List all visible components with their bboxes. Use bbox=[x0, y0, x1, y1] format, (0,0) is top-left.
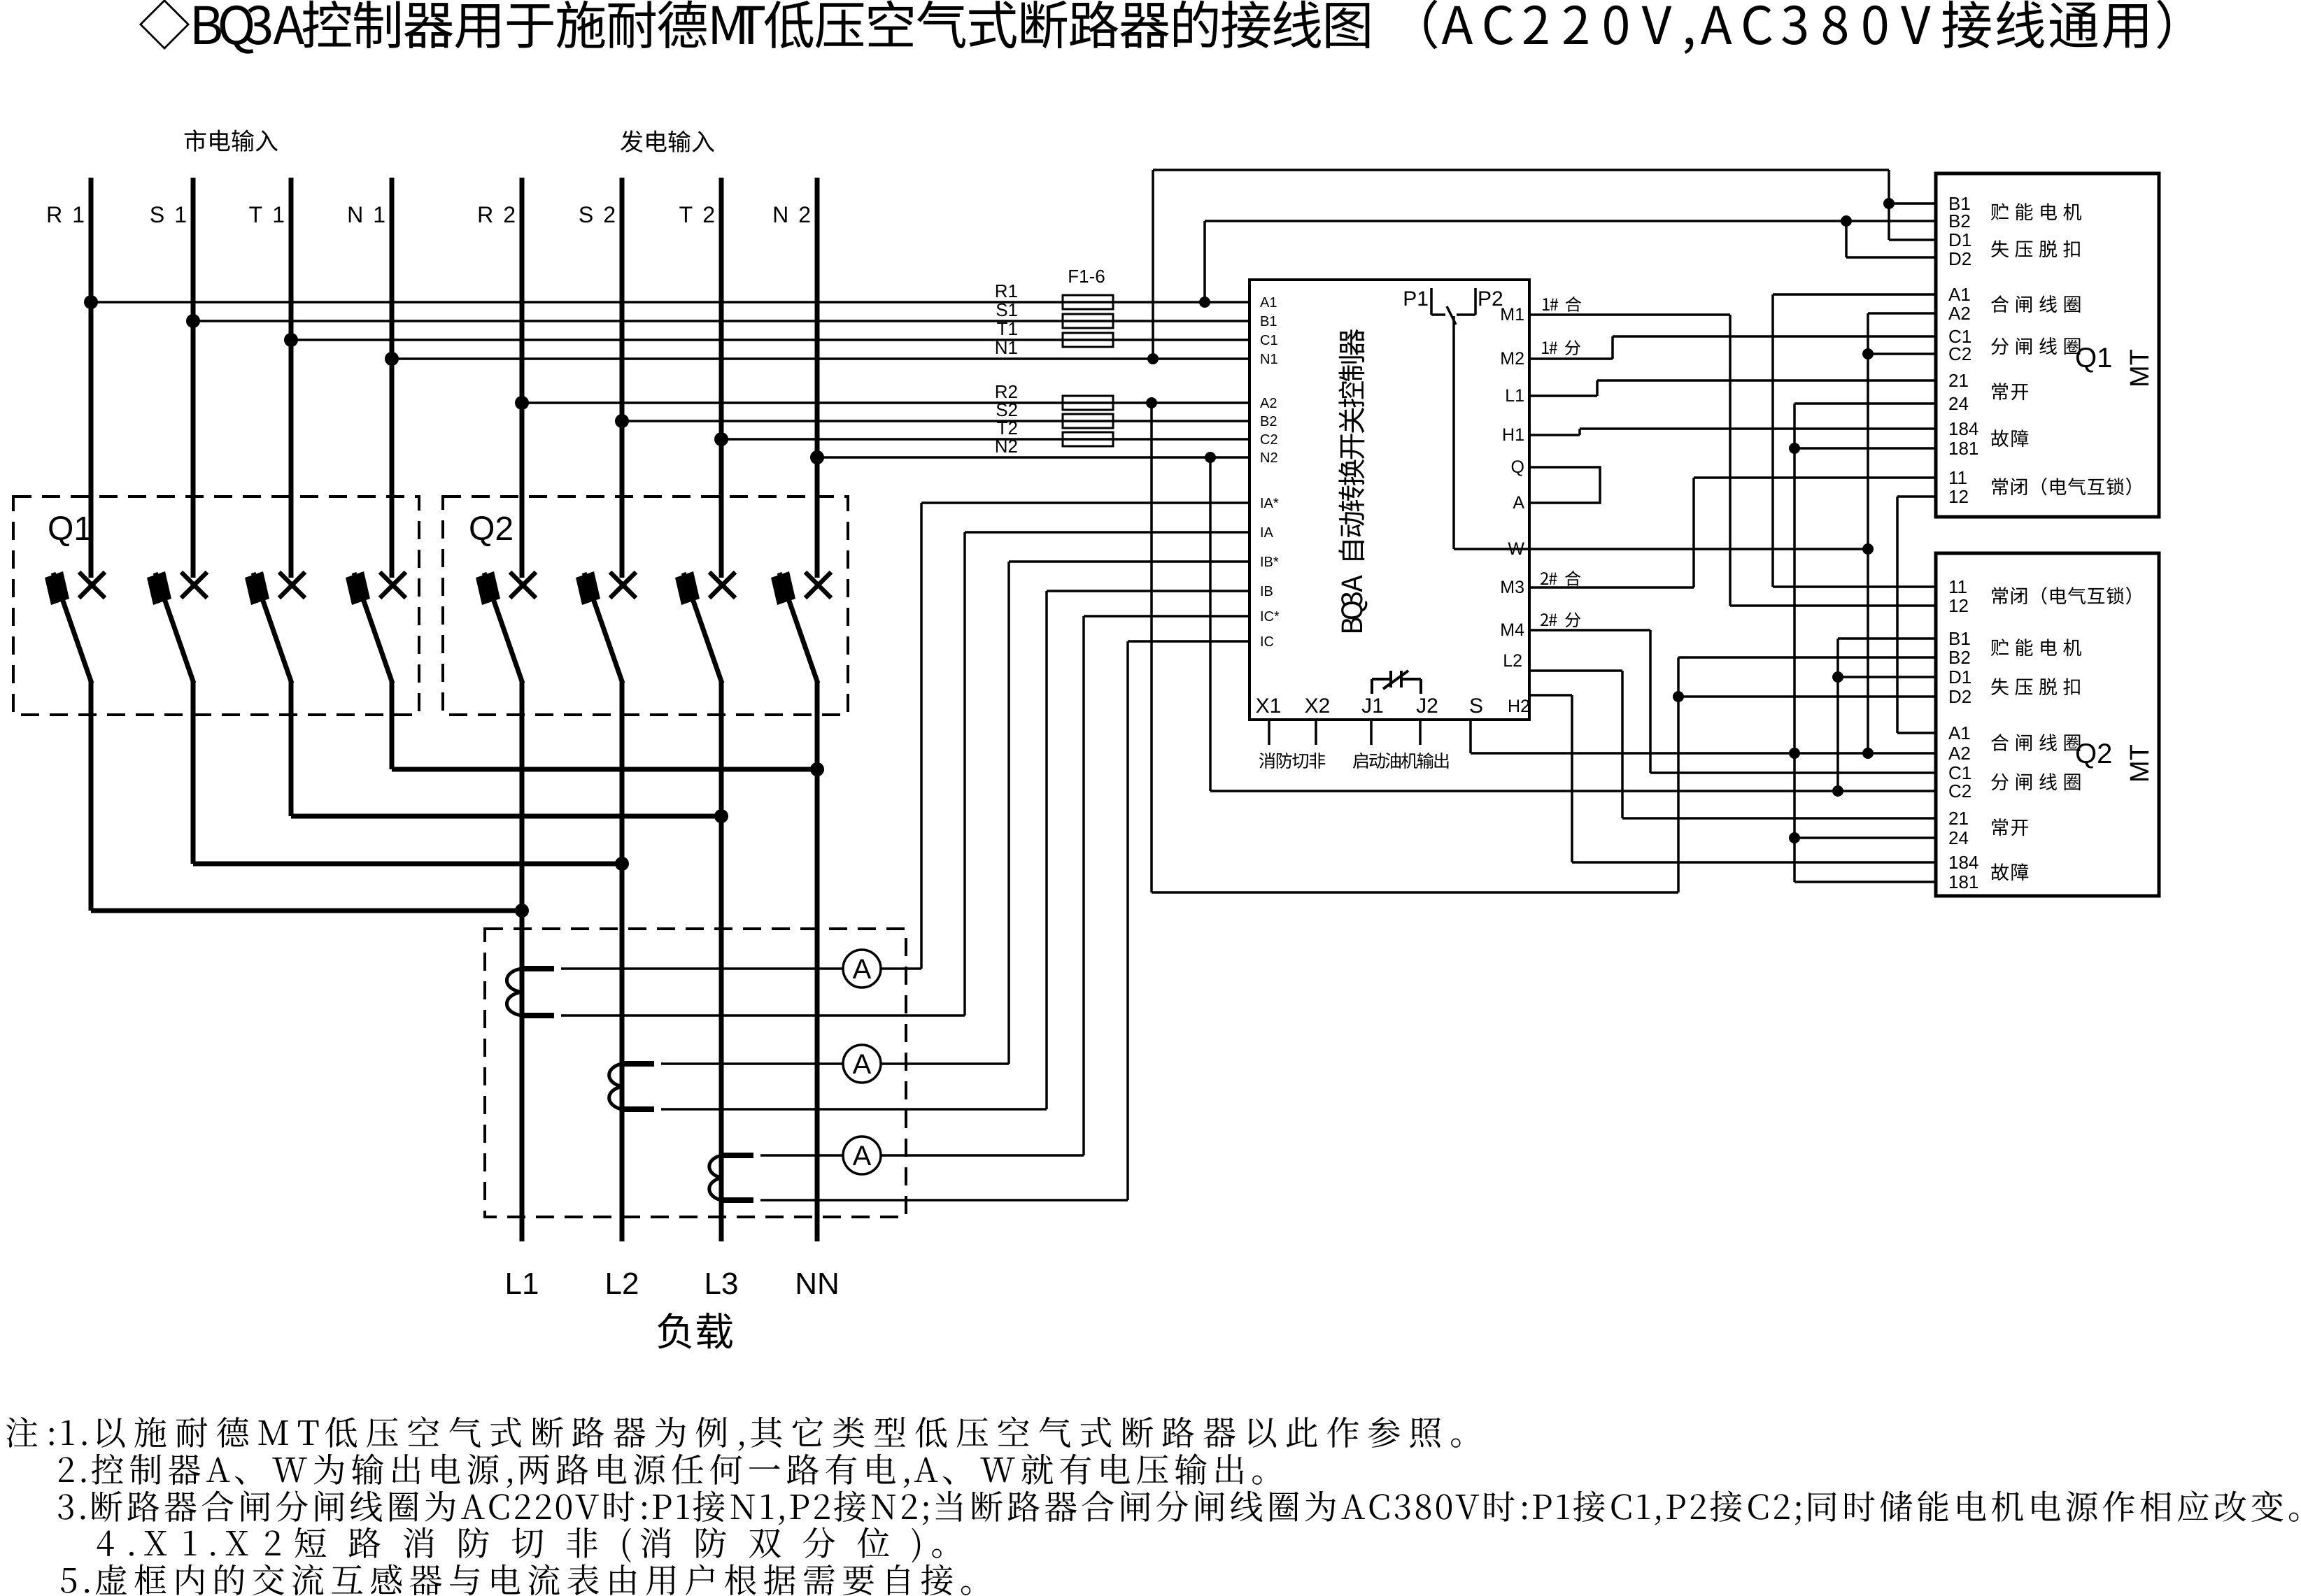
svg-text:A1: A1 bbox=[1260, 295, 1277, 311]
svg-text:P1: P1 bbox=[1403, 287, 1429, 311]
svg-text:A1: A1 bbox=[1948, 722, 1971, 743]
svg-text:M1: M1 bbox=[1500, 305, 1524, 325]
svg-text:24: 24 bbox=[1948, 827, 1969, 848]
svg-text:N2: N2 bbox=[1260, 450, 1278, 466]
svg-text:S2: S2 bbox=[579, 202, 625, 227]
svg-text:Q: Q bbox=[1511, 457, 1524, 477]
svg-text:X1: X1 bbox=[1256, 694, 1282, 718]
svg-text:R2: R2 bbox=[477, 202, 525, 227]
svg-text:B1: B1 bbox=[1948, 628, 1971, 649]
svg-text:181: 181 bbox=[1948, 438, 1978, 459]
svg-text:L3: L3 bbox=[705, 1267, 739, 1301]
svg-text:A2: A2 bbox=[1948, 743, 1971, 764]
svg-text:11: 11 bbox=[1948, 576, 1967, 597]
svg-text:M4: M4 bbox=[1500, 620, 1524, 640]
svg-text:A: A bbox=[853, 1049, 872, 1080]
svg-text:S: S bbox=[1469, 694, 1483, 718]
svg-text:12: 12 bbox=[1948, 595, 1969, 616]
svg-text:Q2: Q2 bbox=[2075, 739, 2112, 769]
svg-text:A2: A2 bbox=[1948, 303, 1971, 324]
svg-text:21: 21 bbox=[1948, 370, 1969, 391]
svg-text:R2: R2 bbox=[995, 381, 1018, 402]
svg-text:N2: N2 bbox=[995, 436, 1018, 457]
svg-text:Q1: Q1 bbox=[2075, 343, 2112, 373]
svg-text:B2: B2 bbox=[1260, 414, 1277, 429]
svg-text:IC*: IC* bbox=[1260, 609, 1280, 625]
svg-text:J2: J2 bbox=[1416, 694, 1438, 718]
svg-text:S2: S2 bbox=[996, 399, 1018, 420]
svg-text:184: 184 bbox=[1948, 418, 1978, 439]
svg-text:D2: D2 bbox=[1948, 248, 1971, 269]
svg-text:C1: C1 bbox=[1948, 326, 1971, 347]
svg-text:A: A bbox=[853, 1141, 872, 1171]
svg-text:T2: T2 bbox=[997, 418, 1018, 439]
svg-text:B1: B1 bbox=[1948, 193, 1971, 214]
svg-text:B1: B1 bbox=[1260, 314, 1277, 329]
svg-text:W: W bbox=[1508, 539, 1524, 559]
svg-text:M3: M3 bbox=[1500, 578, 1524, 597]
svg-text:B2: B2 bbox=[1948, 647, 1971, 668]
svg-text:L1: L1 bbox=[1505, 386, 1524, 406]
svg-text:F1-6: F1-6 bbox=[1068, 266, 1105, 287]
svg-text:24: 24 bbox=[1948, 393, 1969, 414]
svg-text:Q2: Q2 bbox=[469, 511, 514, 548]
svg-text:L2: L2 bbox=[605, 1267, 639, 1301]
svg-text:C2: C2 bbox=[1948, 343, 1971, 364]
svg-text:H1: H1 bbox=[1502, 425, 1524, 445]
svg-text:NN: NN bbox=[795, 1267, 840, 1301]
svg-text:S1: S1 bbox=[996, 299, 1018, 320]
svg-text:N1: N1 bbox=[1260, 352, 1278, 367]
svg-text:MT: MT bbox=[2125, 349, 2155, 387]
svg-text:R1: R1 bbox=[995, 280, 1018, 301]
svg-text:C1: C1 bbox=[1260, 333, 1278, 348]
svg-text:T1: T1 bbox=[249, 202, 295, 227]
svg-text:P2: P2 bbox=[1478, 287, 1503, 311]
svg-text:C2: C2 bbox=[1948, 781, 1971, 801]
svg-text:N1: N1 bbox=[347, 202, 395, 227]
svg-text:D1: D1 bbox=[1948, 667, 1971, 687]
svg-text:IC: IC bbox=[1260, 634, 1274, 650]
svg-text:D1: D1 bbox=[1948, 229, 1971, 250]
svg-text:N2: N2 bbox=[772, 202, 821, 227]
svg-text:H2: H2 bbox=[1508, 697, 1530, 716]
svg-text:IA: IA bbox=[1260, 525, 1274, 541]
svg-text:A: A bbox=[853, 954, 872, 985]
svg-text:IB*: IB* bbox=[1260, 555, 1279, 570]
svg-text:S1: S1 bbox=[150, 202, 197, 227]
svg-text:11: 11 bbox=[1948, 467, 1967, 488]
svg-text:T2: T2 bbox=[679, 202, 725, 227]
svg-text:L1: L1 bbox=[505, 1267, 539, 1301]
svg-text:M2: M2 bbox=[1500, 349, 1524, 369]
svg-text:A: A bbox=[1513, 493, 1524, 513]
svg-text:IA*: IA* bbox=[1260, 496, 1279, 511]
svg-text:12: 12 bbox=[1948, 486, 1969, 507]
svg-text:21: 21 bbox=[1948, 808, 1969, 829]
svg-text:T1: T1 bbox=[997, 318, 1018, 339]
svg-text:R1: R1 bbox=[46, 202, 94, 227]
svg-text:Q1: Q1 bbox=[48, 511, 92, 548]
svg-text:C1: C1 bbox=[1948, 762, 1971, 783]
svg-text:IB: IB bbox=[1260, 584, 1273, 599]
svg-text:D2: D2 bbox=[1948, 686, 1971, 707]
svg-text:L2: L2 bbox=[1503, 651, 1522, 671]
svg-text:184: 184 bbox=[1948, 852, 1978, 873]
svg-text:B2: B2 bbox=[1948, 211, 1971, 231]
svg-text:N1: N1 bbox=[995, 337, 1018, 358]
svg-text:A2: A2 bbox=[1260, 396, 1277, 411]
svg-text:C2: C2 bbox=[1260, 432, 1278, 448]
svg-text:X2: X2 bbox=[1305, 694, 1331, 718]
svg-text:A1: A1 bbox=[1948, 284, 1971, 305]
svg-text:MT: MT bbox=[2125, 744, 2155, 783]
svg-text:181: 181 bbox=[1948, 871, 1978, 892]
svg-text:J1: J1 bbox=[1361, 694, 1384, 718]
